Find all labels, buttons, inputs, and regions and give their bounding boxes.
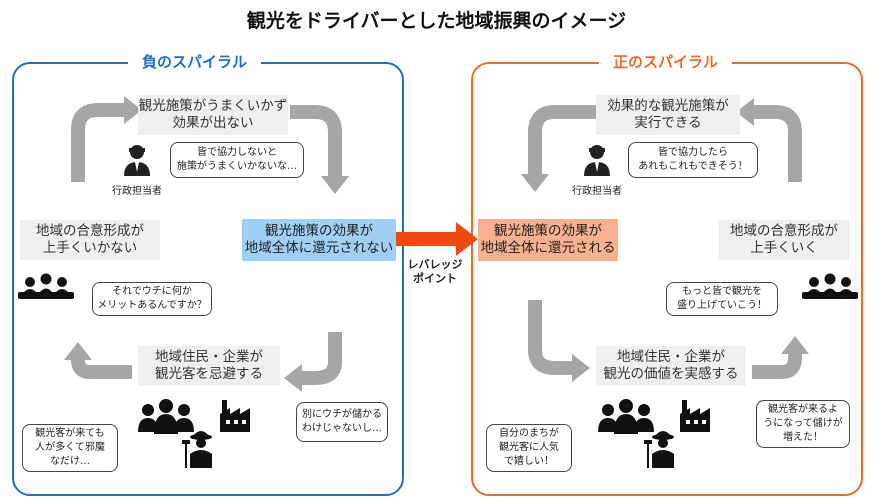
group-icon-positive [802,273,858,299]
residents-icon-positive [598,399,654,434]
official-icon-negative [124,145,150,176]
neg-top-bubble: 皆で協力しないと 施策がうまくいかないな… [170,142,304,178]
pos-arrow-down-right-head [572,354,590,382]
positive-spiral-label: 正のスパイラル [599,51,733,72]
pos-arrow-left-down-head [521,174,549,192]
page-title: 観光をドライバーとした地域振興のイメージ [246,10,627,32]
neg-arrow-left-bottom-head [64,342,92,360]
group-icon-negative [18,273,74,299]
leverage-point-label: レバレッジ ポイント [407,258,463,285]
neg-left-bubble: それでウチに何か メリットあるんですか？ [92,282,212,316]
neg-arrow-down-left-head [284,364,302,392]
neg-arrow-down-left [300,332,342,385]
official-icon-positive [584,145,610,176]
farmer-icon-positive [644,431,674,468]
pos-right-bubble: もっと皆で観光を 盛り上げていこう！ [666,282,778,316]
pos-bottom-left-bubble: 自分のまちが 観光客に人気 で嬉しい！ [486,424,572,472]
neg-arrow-left-up [71,103,126,182]
neg-official-label: 行政担当者 [112,186,162,197]
pos-arrow-left-down [528,105,596,176]
lever-arrow-head [456,222,478,256]
neg-arrow-right-down-head [321,176,349,194]
neg-bottom-box: 地域住民・企業が 観光客を忌避する [138,346,280,386]
pos-right-box: 地域の合意形成が 上手くいく [718,220,850,260]
pos-center-box: 観光施策の効果が 地域全体に還元される [478,219,618,261]
pos-top-box: 効果的な観光施策が 実行できる [596,95,740,135]
lever-arrow-body [396,232,458,246]
pos-arrow-right-bottom [752,352,802,379]
farmer-icon-negative [182,431,212,468]
neg-left-box: 地域の合意形成が 上手くいかない [20,220,160,260]
pos-bottom-box: 地域住民・企業が 観光の価値を実感する [596,346,746,386]
neg-top-box: 観光施策がうまくいかず 効果が出ない [138,95,288,135]
pos-arrow-down-right [528,300,574,375]
residents-icon-negative [138,399,194,434]
pos-official-label: 行政担当者 [572,186,622,197]
neg-arrow-right-down [290,105,342,178]
neg-arrow-left-bottom [71,356,132,379]
neg-bottom-left-bubble: 観光客が来ても 人が多くて邪魔 なだけ… [22,424,118,472]
neg-arrow-left-up-head [124,96,142,124]
neg-bottom-right-bubble: 別にウチが儲かる わけじゃないし… [296,402,388,442]
neg-center-box: 観光施策の効果が 地域全体に還元されない [242,219,396,261]
factory-icon-positive [680,400,710,432]
negative-spiral-label: 負のスパイラル [128,51,262,72]
pos-top-bubble: 皆で協力したら あれもこれもできそう！ [628,142,758,178]
factory-icon-negative [220,400,250,432]
pos-bottom-right-bubble: 観光客が来るよ うになって儲けが 増えた！ [756,400,850,448]
pos-arrow-right-up-head [736,98,754,126]
pos-arrow-right-bottom-head [781,336,809,354]
pos-arrow-right-up [752,105,802,182]
